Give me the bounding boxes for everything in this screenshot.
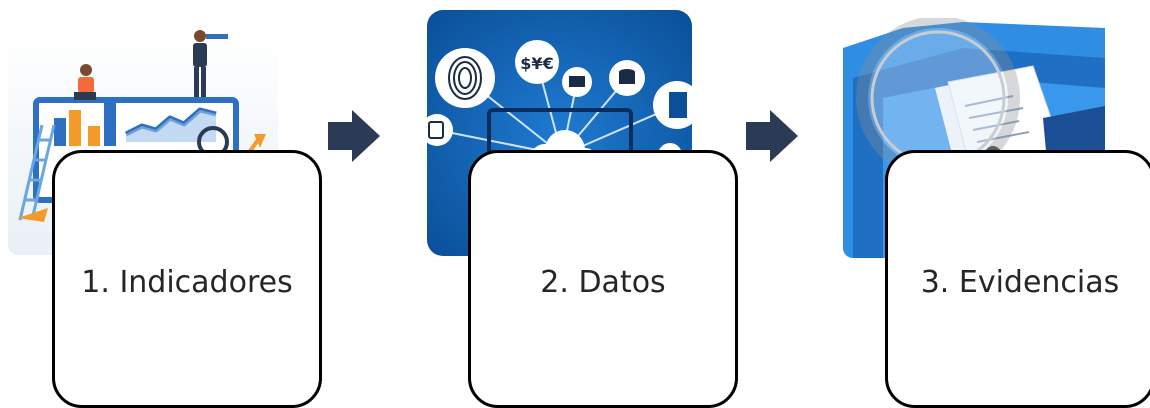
step-label: 1. Indicadores [81,265,293,300]
arrow-right-icon [744,108,800,164]
step-box-evidencias: 3. Evidencias [885,150,1150,408]
arrow-right-icon [326,108,382,164]
step-label: 2. Datos [540,265,666,300]
currency-symbols: $¥€ [520,54,553,73]
step-box-datos: 2. Datos [468,150,738,408]
step-label: 3. Evidencias [920,265,1120,300]
step-box-indicadores: 1. Indicadores [52,150,322,408]
